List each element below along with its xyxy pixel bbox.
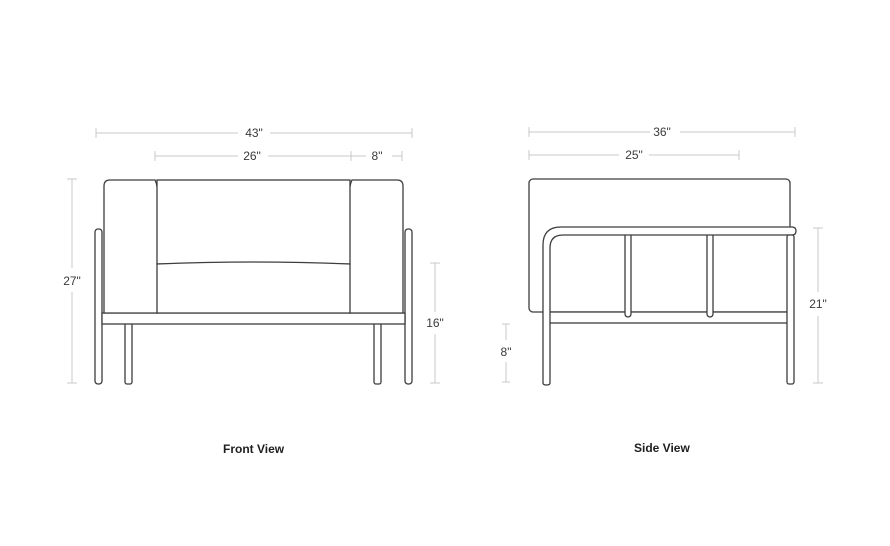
dim-seat-width: 26" xyxy=(154,149,352,163)
side-view: 36" 25" 8" 21" xyxy=(501,125,827,386)
dim-label-overall-height: 27" xyxy=(63,274,81,288)
front-view-chair xyxy=(94,179,413,385)
seat-rail xyxy=(548,311,790,324)
back-cushion xyxy=(156,179,351,265)
dim-seat-depth: 25" xyxy=(528,148,740,162)
dim-label-clearance-height: 8" xyxy=(501,345,512,359)
dim-label-seat-width: 26" xyxy=(243,149,261,163)
side-view-caption: Side View xyxy=(634,441,690,455)
dim-overall-height: 27" xyxy=(63,178,81,384)
side-view-chair xyxy=(528,178,797,386)
front-view-caption: Front View xyxy=(223,442,285,456)
front-view: 43" 26" 8" 27" xyxy=(63,126,444,385)
dim-label-overall-width: 43" xyxy=(245,126,263,140)
arm-cushion-left xyxy=(103,179,159,314)
dim-overall-depth: 36" xyxy=(528,125,796,139)
frame-post-right xyxy=(404,228,413,385)
rear-leg xyxy=(786,234,795,385)
dim-seat-height: 16" xyxy=(426,262,444,384)
dim-label-arm-width: 8" xyxy=(372,149,383,163)
dim-label-arm-height: 21" xyxy=(809,297,827,311)
dim-clearance-height: 8" xyxy=(501,323,512,383)
dim-label-seat-depth: 25" xyxy=(625,148,643,162)
dim-arm-height: 21" xyxy=(809,227,827,384)
cushion-profile xyxy=(528,178,791,313)
leg-left xyxy=(124,322,133,385)
dim-label-seat-height: 16" xyxy=(426,316,444,330)
dim-label-overall-depth: 36" xyxy=(653,125,671,139)
spindle-2 xyxy=(706,232,714,318)
spindle-1 xyxy=(624,232,632,318)
leg-right xyxy=(373,322,382,385)
arm-cushion-right xyxy=(348,179,404,314)
dim-arm-width: 8" xyxy=(351,149,403,163)
dim-overall-width: 43" xyxy=(95,126,413,140)
seat-cushion xyxy=(156,261,351,314)
base-rail xyxy=(101,312,406,325)
frame-post-left xyxy=(94,228,103,385)
